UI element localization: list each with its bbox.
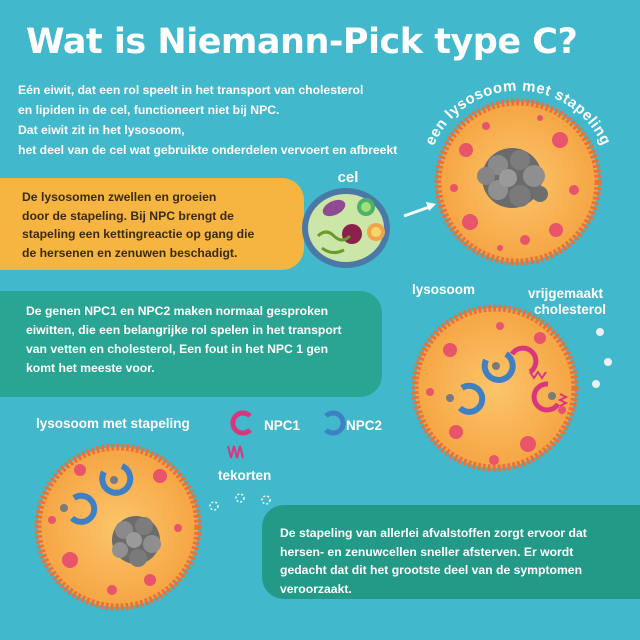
genes-info-line: van vetten en cholesterol, Een fout in h… [26,342,329,356]
symptoms-info-line: veroorzaakt. [280,581,352,596]
orange-info-text: De lysosomen zwellen en groeien door de … [22,188,292,262]
cholesterol-dot [592,380,600,388]
npc2-legend-icon [324,410,346,436]
intro-line: Dat eiwit zit in het lysosoom, [18,123,185,137]
cholesterol-dot [261,495,271,505]
symptoms-info-box [262,505,640,599]
intro-line: het deel van de cel wat gebruikte onderd… [18,143,398,157]
cholesterol-dot [235,493,245,503]
genes-info-line: komt het meeste voor. [26,361,155,375]
npc1-defect-icon [227,445,244,459]
lysosoom-met-stapeling-label: lysosoom met stapeling [36,416,190,431]
orange-info-box [0,178,304,270]
orange-info-line: stapeling een kettingreactie op gang die [22,227,255,241]
genes-info-line: eiwitten, die een belangrijke rol spelen… [26,323,342,337]
cel-label: cel [338,169,359,186]
npc1-legend-label: NPC1 [264,418,301,433]
cholesterol-dot [604,358,612,366]
genes-info-box [0,291,382,397]
intro-text: Eén eiwit, dat een rol speelt in het tra… [18,80,438,160]
cholesterol-dot [596,328,604,336]
lysosome-with-storage-top [434,98,602,266]
intro-line: en lipiden in de cel, functioneert niet … [18,103,280,117]
tekorten-label: tekorten [218,468,271,483]
lysosome-with-storage-bottom [34,443,202,611]
orange-info-line: door de stapeling. Bij NPC brengt de [22,208,234,223]
cholesterol-dot [209,501,219,511]
cholesterol-label: cholesterol [534,302,606,317]
storage-cluster [112,516,161,567]
genes-info-text: De genen NPC1 en NPC2 maken normaal gesp… [26,302,376,378]
npc2-legend-label: NPC2 [346,418,382,433]
lysosome-normal [411,304,579,472]
genes-info-line: De genen NPC1 en NPC2 maken normaal gesp… [26,304,329,318]
page-title: Wat is Niemann-Pick type C? [26,22,578,62]
vrijgemaakt-label: vrijgemaakt [528,286,604,301]
intro-line: Eén eiwit, dat een rol speelt in het tra… [18,83,364,97]
cell-illustration [302,188,390,268]
orange-info-line: De lysosomen zwellen en groeien [22,190,217,204]
symptoms-info-text: De stapeling van allerlei afvalstoffen z… [280,524,630,598]
npc1-legend-icon [230,410,252,436]
storage-cluster [477,148,548,208]
arrow-icon [403,202,436,218]
symptoms-info-line: gedacht dat dit het grootste deel van de… [280,563,583,577]
orange-info-line: de hersenen en zenuwen beschadigt. [22,245,238,260]
symptoms-info-line: hersen- en zenuwcellen sneller afsterven… [280,544,574,559]
symptoms-info-line: De stapeling van allerlei afvalstoffen z… [280,526,587,540]
lysosoom-label: lysosoom [412,282,475,297]
